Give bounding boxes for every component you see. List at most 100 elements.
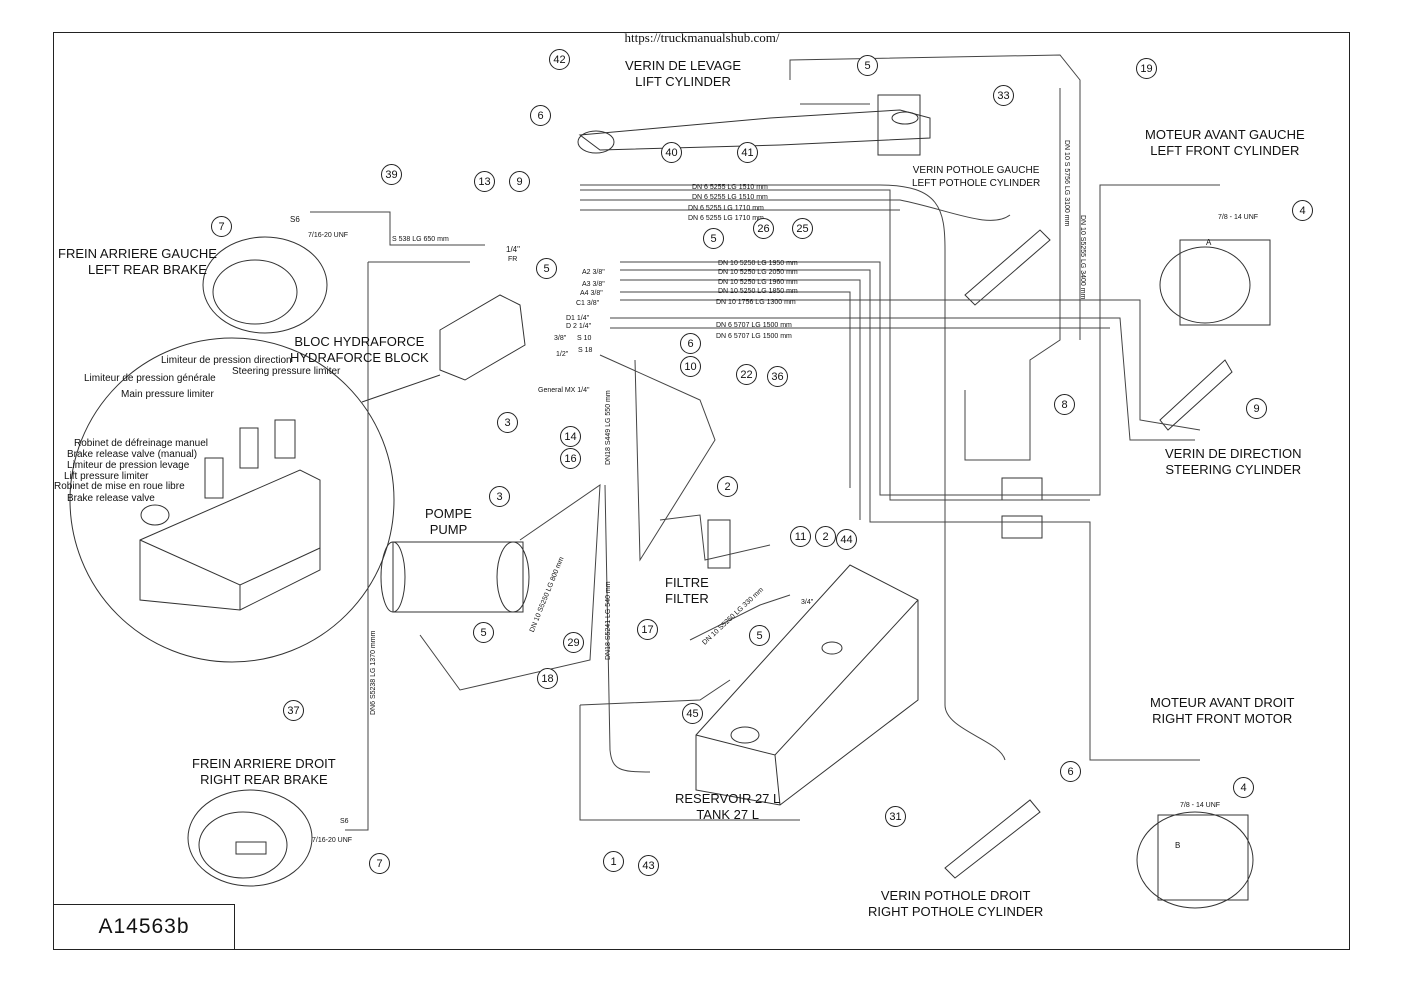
ref-callout: 5 — [857, 55, 878, 76]
fitting-label: D 2 1/4" — [566, 323, 592, 330]
left-pothole-cylinder-drawing — [964, 229, 1051, 306]
ref-callout: 18 — [537, 668, 558, 689]
ref-callout: 22 — [736, 364, 757, 385]
ref-callout: 17 — [637, 619, 658, 640]
hose-label: DN 10 S 5756 LG 3100 mm — [1063, 140, 1070, 227]
ref-callout: 5 — [749, 625, 770, 646]
ref-callout: 6 — [530, 105, 551, 126]
ref-callout: 11 — [790, 526, 811, 547]
ref-callout: 19 — [1136, 58, 1157, 79]
ref-callout: 6 — [1060, 761, 1081, 782]
fitting-label: S6 — [340, 818, 349, 825]
hose-label: DN 10 1756 LG 1300 mm — [716, 299, 796, 306]
tank-drawing — [695, 564, 919, 806]
right-front-motor-drawing — [1136, 811, 1254, 909]
fitting-label: C1 3/8" — [576, 300, 600, 307]
ref-callout: 25 — [792, 218, 813, 239]
fitting-label: D1 1/4" — [566, 315, 590, 322]
hose-label: S 538 LG 650 mm — [392, 236, 449, 243]
hose-label: DN6 S5238 LG 1370 mmm — [370, 630, 377, 715]
ref-callout: 31 — [885, 806, 906, 827]
right-rear-brake-drawing — [187, 789, 313, 887]
hose-label: DN 6 5255 LG 1510 mm — [692, 184, 768, 191]
ref-callout: 29 — [563, 632, 584, 653]
ref-callout: 2 — [717, 476, 738, 497]
fitting-label: General MX 1/4" — [538, 387, 590, 394]
hose-label: DN18 S5241 LG 540 mm — [605, 581, 612, 660]
fitting-label: S 10 — [577, 335, 592, 342]
ref-callout: 9 — [1246, 398, 1267, 419]
hose-label: DN 10 5250 LG 1950 mm — [718, 260, 798, 267]
lift-cylinder-drawing — [577, 94, 931, 156]
ref-callout: 45 — [682, 703, 703, 724]
ref-callout: 26 — [753, 218, 774, 239]
ref-callout: 40 — [661, 142, 682, 163]
ref-callout: 33 — [993, 85, 1014, 106]
ref-callout: 37 — [283, 700, 304, 721]
block-label: Limiteur de pression direction — [161, 355, 292, 366]
ref-callout: 43 — [638, 855, 659, 876]
fitting-label: S6 — [290, 215, 300, 224]
hose-label: DN 10 5250 LG 1960 mm — [718, 279, 798, 286]
ref-callout: 3 — [489, 486, 510, 507]
ref-callout: 8 — [1054, 394, 1075, 415]
ref-callout: 10 — [680, 356, 701, 377]
source-url[interactable]: https://truckmanualshub.com/ — [624, 30, 780, 45]
ref-callout: 5 — [473, 622, 494, 643]
hydraforce-detail-circle — [69, 337, 441, 663]
ref-callout: 39 — [381, 164, 402, 185]
hose-label: DN 6 5255 LG 1510 mm — [692, 194, 768, 201]
fitting-label: 7/8 - 14 UNF — [1218, 214, 1259, 221]
block-label: Brake release valve — [67, 493, 155, 504]
ref-callout: 14 — [560, 426, 581, 447]
block-label: Robinet de défreinage manuel — [74, 438, 208, 449]
ref-callout: 5 — [536, 258, 557, 279]
ref-callout: 3 — [497, 412, 518, 433]
hose-label: DN 6 5255 LG 1710 mm — [688, 215, 764, 222]
hose-label: DN 6 5707 LG 1500 mm — [716, 322, 792, 329]
right-pothole-cylinder-drawing — [944, 799, 1041, 879]
fitting-label: B — [1175, 841, 1181, 850]
fitting-label: A3 3/8" — [582, 281, 605, 288]
hose-label: DN 6 5255 LG 1710 mm — [688, 205, 764, 212]
fitting-label: A — [1206, 238, 1212, 247]
pump-drawing — [380, 541, 530, 613]
block-label: Lift pressure limiter — [64, 471, 149, 482]
fitting-label: A2 3/8" — [582, 269, 605, 276]
ref-callout: 36 — [767, 366, 788, 387]
hydraforce-block-drawing — [439, 294, 526, 381]
ref-callout: 13 — [474, 171, 495, 192]
fitting-label: S 18 — [578, 347, 593, 354]
fitting-label: 7/8 - 14 UNF — [1180, 802, 1221, 809]
hose-label: DN 10 S5255 LG 3400 mm — [1079, 215, 1086, 300]
hose-bundle-upper — [310, 54, 1220, 831]
ref-callout: 4 — [1292, 200, 1313, 221]
fitting-label: FR — [508, 256, 518, 263]
block-label: Limiteur de pression générale — [84, 373, 216, 384]
ref-callout: 5 — [703, 228, 724, 249]
ref-callout: 1 — [603, 851, 624, 872]
fitting-label: 1/2" — [556, 351, 569, 358]
hose-label: DN18 S449 LG 550 mm — [605, 390, 612, 465]
ref-callout: 44 — [836, 529, 857, 550]
ref-callout: 7 — [211, 216, 232, 237]
ref-callout: 7 — [369, 853, 390, 874]
hose-label: DN 10 5250 LG 1850 mm — [718, 288, 798, 295]
block-label: Steering pressure limiter — [232, 366, 341, 377]
fitting-label: 7/16-20 UNF — [312, 837, 353, 844]
drawing-number: A14563b — [53, 904, 235, 950]
ref-callout: 42 — [549, 49, 570, 70]
fitting-label: 7/16-20 UNF — [308, 232, 349, 239]
fitting-label: 3/4" — [801, 599, 814, 606]
fitting-label: A4 3/8" — [580, 290, 603, 297]
